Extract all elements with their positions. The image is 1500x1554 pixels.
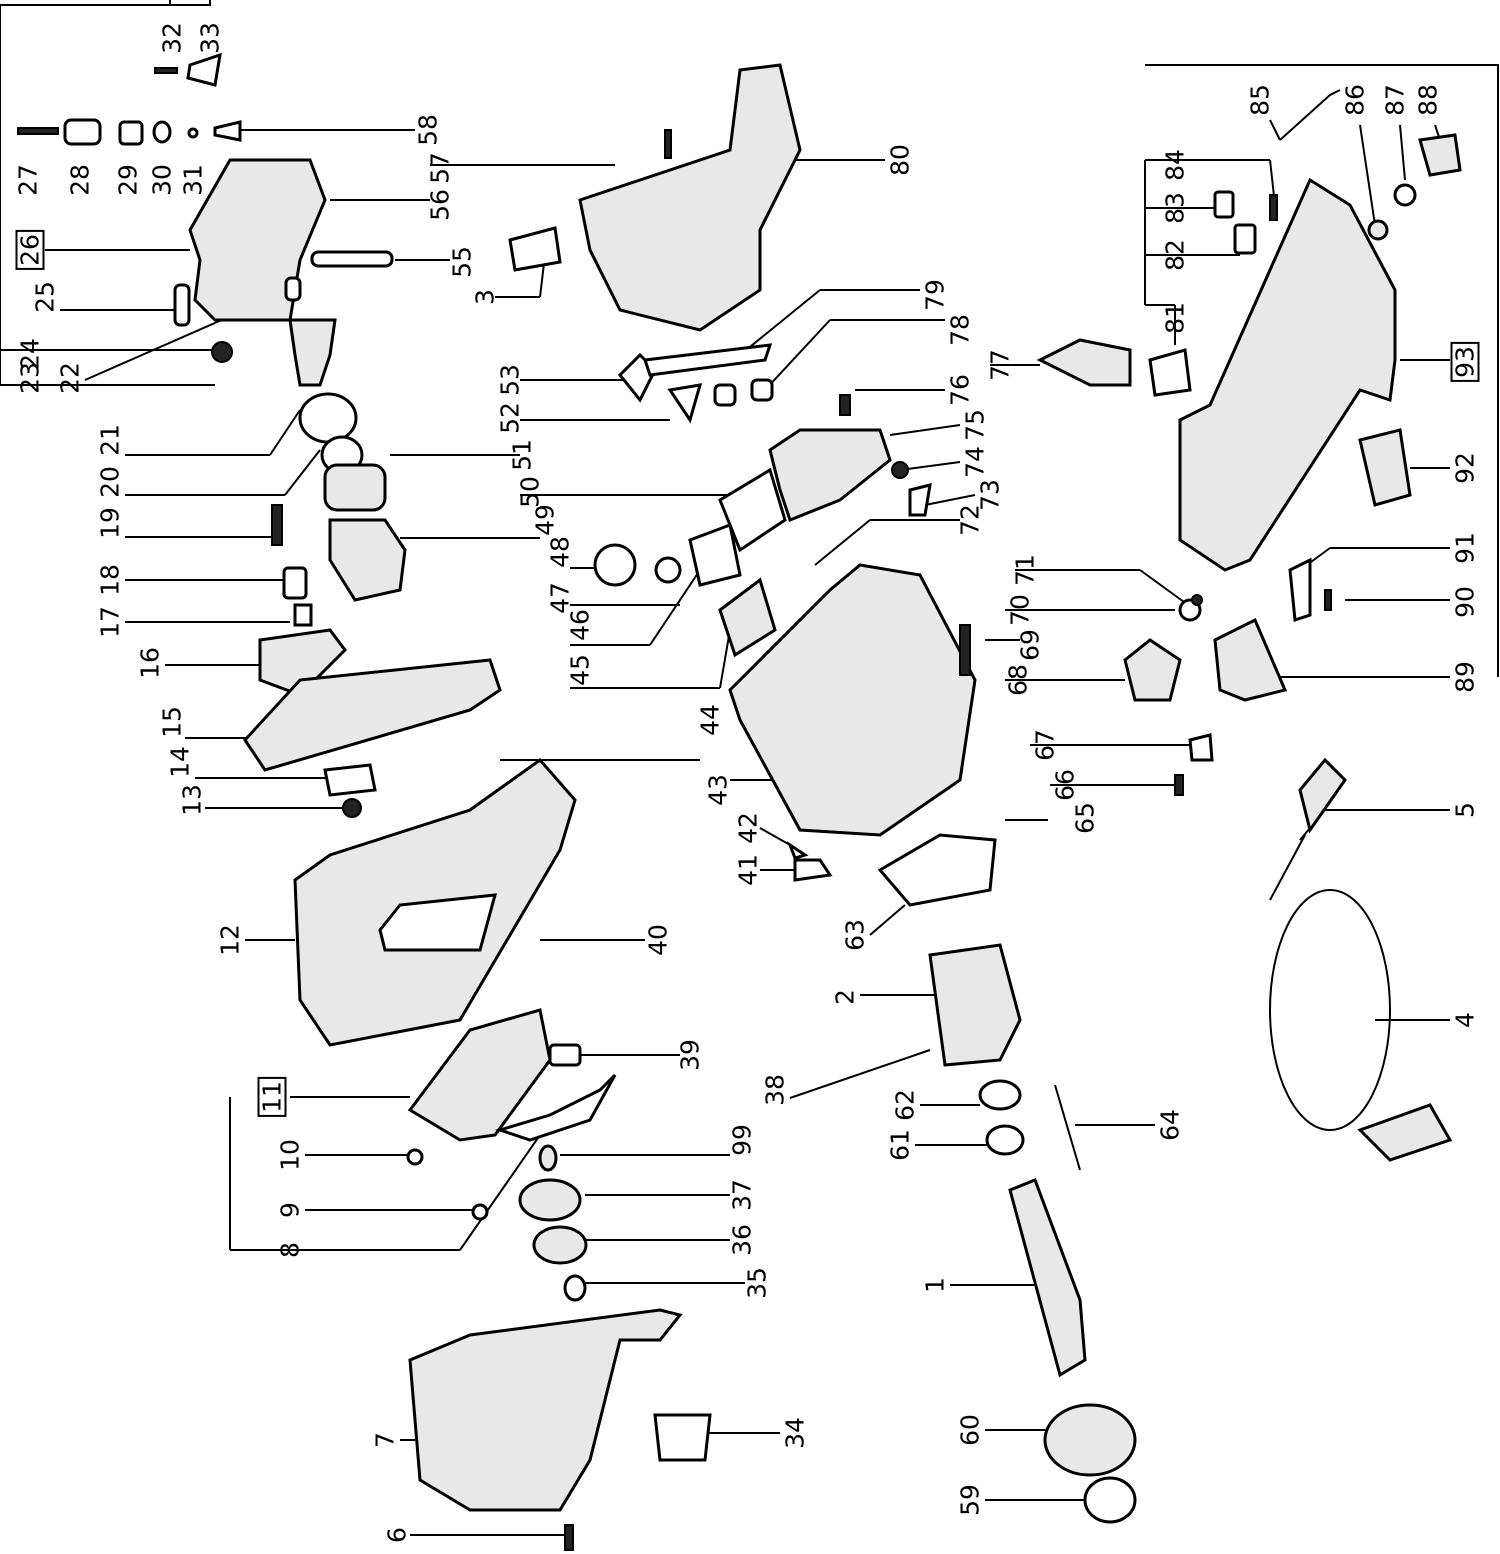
- part-label: 70: [1005, 594, 1035, 626]
- part-label: 99: [727, 1124, 757, 1156]
- part-label: 27: [13, 164, 43, 196]
- part-label: 7: [370, 1432, 400, 1448]
- part-label: 41: [733, 854, 763, 886]
- part-label: 9: [275, 1202, 305, 1218]
- part-label: 25: [30, 281, 60, 313]
- part-label: 28: [65, 164, 95, 196]
- part-label: 38: [760, 1074, 790, 1106]
- part-label: 79: [920, 279, 950, 311]
- part-label: 17: [95, 606, 125, 638]
- part-label: 5: [1450, 802, 1480, 818]
- part-label: 56: [425, 189, 455, 221]
- part-label: 85: [1245, 84, 1275, 116]
- part-label: 48: [545, 536, 575, 568]
- part-label: 12: [215, 924, 245, 956]
- part-label: 44: [695, 704, 725, 736]
- part-label: 45: [565, 654, 595, 686]
- part-label: 59: [955, 1484, 985, 1516]
- part-label: 92: [1450, 452, 1480, 484]
- part-label: 1: [920, 1277, 950, 1293]
- part-label: 76: [945, 374, 975, 406]
- part-label: 21: [95, 424, 125, 456]
- part-label: 49: [530, 504, 560, 536]
- part-label: 64: [1155, 1109, 1185, 1141]
- part-label: 33: [195, 22, 225, 54]
- assembly-label: 93: [1450, 342, 1480, 382]
- part-label: 71: [1010, 554, 1040, 586]
- parts: [17, 52, 1462, 1551]
- part-label: 18: [95, 564, 125, 596]
- part-label: 47: [545, 582, 575, 614]
- part-label: 13: [177, 784, 207, 816]
- part-label: 37: [727, 1179, 757, 1211]
- part-label: 39: [675, 1039, 705, 1071]
- part-label: 2: [830, 989, 860, 1005]
- part-label: 80: [885, 144, 915, 176]
- part-label: 20: [95, 466, 125, 498]
- leader-lines: [45, 119, 1450, 1536]
- part-label: 29: [113, 164, 143, 196]
- part-label: 22: [55, 362, 85, 394]
- part-label: 36: [727, 1224, 757, 1256]
- part-label: 74: [960, 446, 990, 478]
- part-label: 58: [413, 114, 443, 146]
- part-label: 63: [840, 919, 870, 951]
- part-label: 57: [425, 152, 455, 184]
- part-label: 66: [1050, 769, 1080, 801]
- part-label: 50: [515, 476, 545, 508]
- part-label: 32: [157, 22, 187, 54]
- part-label: 69: [1015, 629, 1045, 661]
- part-label: 75: [960, 409, 990, 441]
- part-label: 35: [742, 1267, 772, 1299]
- part-label: 83: [1160, 192, 1190, 224]
- part-label: 51: [507, 439, 537, 471]
- part-label: 61: [885, 1129, 915, 1161]
- part-label: 23: [15, 362, 45, 394]
- part-label: 88: [1413, 84, 1443, 116]
- part-label: 3: [470, 289, 500, 305]
- part-label: 4: [1450, 1012, 1480, 1028]
- part-label: 53: [495, 364, 525, 396]
- part-label: 52: [495, 402, 525, 434]
- part-label: 8: [275, 1242, 305, 1258]
- part-label: 40: [643, 924, 673, 956]
- part-label: 30: [147, 164, 177, 196]
- part-label: 68: [1003, 664, 1033, 696]
- part-label: 60: [955, 1414, 985, 1446]
- part-label: 78: [945, 314, 975, 346]
- part-label: 81: [1160, 302, 1190, 334]
- part-label: 6: [382, 1527, 412, 1543]
- part-label: 15: [157, 706, 187, 738]
- part-label: 90: [1450, 586, 1480, 618]
- part-label: 87: [1380, 84, 1410, 116]
- part-label: 65: [1070, 802, 1100, 834]
- part-label: 43: [703, 774, 733, 806]
- part-label: 67: [1030, 729, 1060, 761]
- part-label: 82: [1160, 239, 1190, 271]
- part-label: 10: [275, 1139, 305, 1171]
- part-label: 16: [135, 647, 165, 679]
- part-label: 86: [1340, 84, 1370, 116]
- assembly-label: 26: [15, 230, 45, 270]
- part-label: 19: [95, 507, 125, 539]
- part-label: 14: [165, 746, 195, 778]
- part-label: 77: [985, 349, 1015, 381]
- part-label: 31: [178, 164, 208, 196]
- part-label: 91: [1450, 532, 1480, 564]
- part-label: 34: [780, 1417, 810, 1449]
- part-label: 72: [955, 504, 985, 536]
- part-label: 55: [447, 246, 477, 278]
- part-label: 42: [733, 812, 763, 844]
- part-label: 89: [1450, 661, 1480, 693]
- bracket-lines: [0, 0, 1499, 1250]
- assembly-label: 11: [257, 1077, 287, 1117]
- part-label: 84: [1160, 149, 1190, 181]
- part-label: 62: [890, 1089, 920, 1121]
